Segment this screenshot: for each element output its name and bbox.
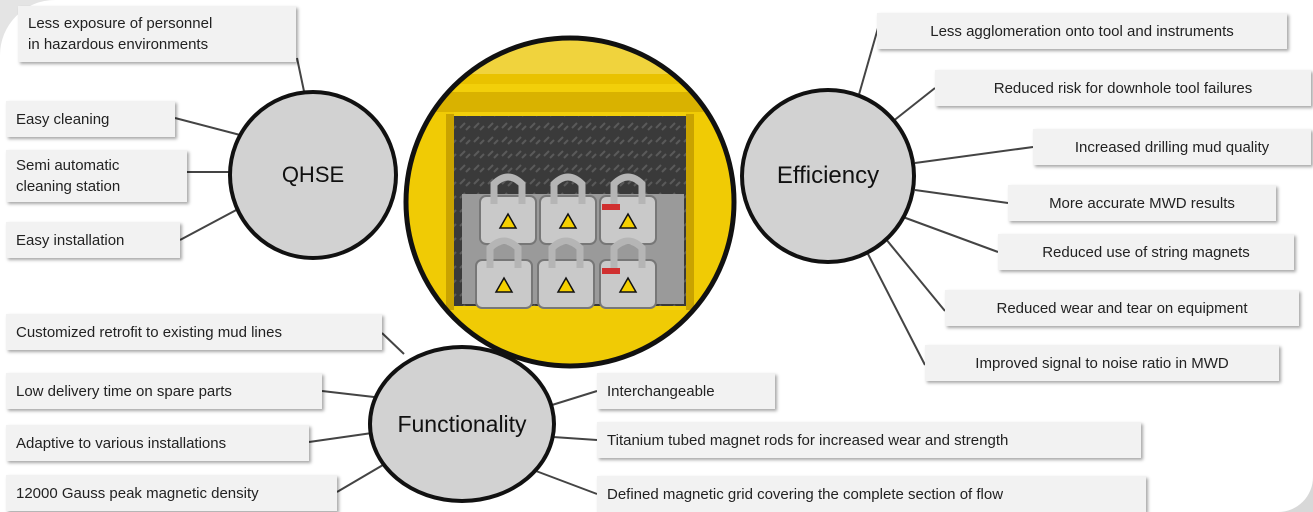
functionality-item-titanium: Titanium tubed magnet rods for increased… [597, 422, 1141, 458]
efficiency-item-signal-noise: Improved signal to noise ratio in MWD [925, 345, 1279, 381]
efficiency-item-agglomeration: Less agglomeration onto tool and instrum… [877, 13, 1287, 49]
functionality-item-retrofit: Customized retrofit to existing mud line… [6, 314, 382, 350]
connector-eff-1 [857, 27, 879, 99]
connector-func-right-1 [551, 390, 598, 406]
connector-qhse-1 [296, 57, 306, 97]
connector-eff-7 [867, 253, 926, 366]
connector-qhse-4 [179, 207, 241, 241]
functionality-item-magnetic-grid: Defined magnetic grid covering the compl… [597, 476, 1146, 512]
connector-eff-4 [914, 189, 1009, 204]
connector-func-right-2 [552, 436, 598, 441]
qhse-item-exposure: Less exposure of personnel in hazardous … [18, 6, 296, 62]
efficiency-item-mwd-results: More accurate MWD results [1008, 185, 1276, 221]
functionality-hub: Functionality [368, 345, 556, 503]
connector-eff-6 [884, 237, 946, 312]
qhse-item-easy-cleaning: Easy cleaning [6, 101, 175, 137]
connector-func-right-3 [527, 467, 598, 495]
connector-eff-2 [891, 87, 936, 123]
qhse-item-easy-installation: Easy installation [6, 222, 180, 258]
connector-eff-5 [902, 216, 999, 253]
connector-func-left-2 [321, 390, 375, 398]
efficiency-item-wear-tear: Reduced wear and tear on equipment [945, 290, 1299, 326]
qhse-hub: QHSE [228, 90, 398, 260]
functionality-item-interchangeable: Interchangeable [597, 373, 775, 409]
connector-func-left-3 [308, 432, 373, 443]
yellow-magnet-cabinet-photo [403, 35, 737, 369]
corner-decoration-bottom-right [1278, 477, 1313, 512]
efficiency-hub: Efficiency [740, 88, 916, 264]
functionality-item-gauss: 12000 Gauss peak magnetic density [6, 475, 337, 511]
functionality-item-adaptive: Adaptive to various installations [6, 425, 309, 461]
qhse-item-semi-automatic: Semi automatic cleaning station [6, 150, 187, 202]
connector-eff-3 [914, 146, 1034, 164]
efficiency-item-string-magnets: Reduced use of string magnets [998, 234, 1294, 270]
corner-decoration-top-left [0, 0, 55, 55]
connector-func-left-4 [336, 461, 389, 493]
functionality-item-delivery-time: Low delivery time on spare parts [6, 373, 322, 409]
connector-func-left-1 [381, 332, 405, 355]
connector-qhse-2 [174, 117, 245, 137]
efficiency-item-tool-failures: Reduced risk for downhole tool failures [935, 70, 1311, 106]
efficiency-item-mud-quality: Increased drilling mud quality [1033, 129, 1311, 165]
